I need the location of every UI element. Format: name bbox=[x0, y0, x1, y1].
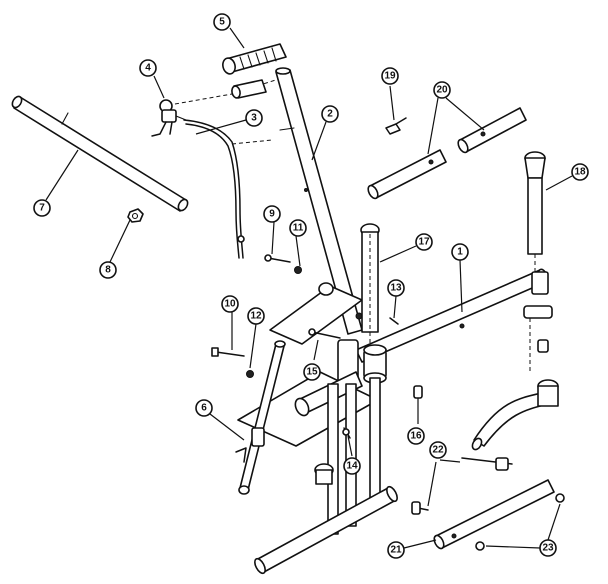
svg-text:11: 11 bbox=[293, 223, 304, 234]
part-curved-brace bbox=[471, 379, 559, 451]
callout-12: 12 bbox=[247, 307, 265, 325]
svg-text:16: 16 bbox=[410, 431, 422, 442]
callout-19: 19 bbox=[381, 67, 399, 85]
svg-text:5: 5 bbox=[219, 17, 225, 28]
svg-text:23: 23 bbox=[542, 543, 554, 554]
svg-text:14: 14 bbox=[346, 461, 358, 472]
hardware-bolts bbox=[211, 254, 565, 551]
callout-6: 6 bbox=[195, 399, 213, 417]
callout-10: 10 bbox=[221, 295, 239, 313]
callout-18: 18 bbox=[571, 163, 589, 181]
callout-14: 14 bbox=[343, 457, 361, 475]
part-nut-8 bbox=[127, 208, 144, 223]
callout-20: 20 bbox=[433, 81, 451, 99]
callout-4: 4 bbox=[139, 59, 157, 77]
part-cable bbox=[183, 119, 245, 259]
svg-text:22: 22 bbox=[432, 445, 444, 456]
callout-11: 11 bbox=[289, 219, 307, 237]
callout-15: 15 bbox=[303, 363, 321, 381]
callout-9: 9 bbox=[263, 205, 281, 223]
callout-16: 16 bbox=[407, 427, 425, 445]
svg-text:9: 9 bbox=[269, 209, 275, 220]
leader-lines bbox=[45, 27, 573, 549]
part-brake-lever bbox=[151, 99, 187, 137]
svg-text:19: 19 bbox=[384, 71, 396, 82]
part-base-frame bbox=[254, 377, 398, 575]
svg-text:15: 15 bbox=[306, 367, 318, 378]
svg-text:3: 3 bbox=[251, 113, 257, 124]
callout-1: 1 bbox=[451, 243, 469, 261]
callout-5: 5 bbox=[213, 13, 231, 31]
part-grip-stub bbox=[231, 79, 267, 99]
part-adjuster-rod bbox=[235, 340, 286, 495]
svg-text:2: 2 bbox=[327, 109, 333, 120]
part-pin-clip bbox=[385, 117, 407, 135]
svg-text:12: 12 bbox=[250, 311, 262, 322]
part-lower-tube bbox=[433, 479, 555, 550]
callout-8: 8 bbox=[99, 261, 117, 279]
part-hand-grip bbox=[222, 43, 287, 75]
svg-text:17: 17 bbox=[418, 237, 430, 248]
svg-text:1: 1 bbox=[457, 247, 463, 258]
svg-text:8: 8 bbox=[105, 265, 111, 276]
part-right-post bbox=[523, 151, 553, 372]
callout-2: 2 bbox=[321, 105, 339, 123]
svg-text:21: 21 bbox=[390, 545, 402, 556]
callout-3: 3 bbox=[245, 109, 263, 127]
callout-23: 23 bbox=[539, 539, 557, 557]
svg-text:20: 20 bbox=[436, 85, 448, 96]
svg-text:18: 18 bbox=[574, 167, 586, 178]
callout-21: 21 bbox=[387, 541, 405, 559]
callout-17: 17 bbox=[415, 233, 433, 251]
svg-text:4: 4 bbox=[145, 63, 151, 74]
part-vertical-post bbox=[360, 223, 380, 360]
svg-text:10: 10 bbox=[224, 299, 236, 310]
callout-7: 7 bbox=[33, 199, 51, 217]
part-handle-tube bbox=[11, 95, 189, 212]
svg-text:7: 7 bbox=[39, 203, 45, 214]
svg-text:13: 13 bbox=[390, 283, 402, 294]
callout-13: 13 bbox=[387, 279, 405, 297]
callout-22: 22 bbox=[429, 441, 447, 459]
svg-text:6: 6 bbox=[201, 403, 207, 414]
part-tube-sleeves bbox=[367, 107, 527, 200]
